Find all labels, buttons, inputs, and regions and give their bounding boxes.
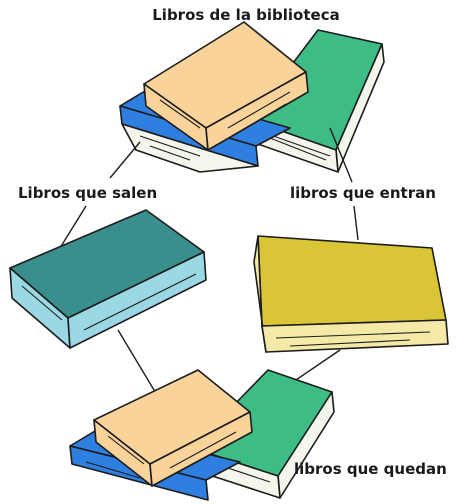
remaining-books-stack	[69, 369, 335, 501]
connector-right-label-to-yellow-book	[353, 205, 359, 241]
peach-book-bottom	[93, 369, 253, 487]
connector-top-to-right-label	[329, 127, 353, 183]
yellow-book-entering	[253, 235, 449, 353]
connector-yellow-to-bottom-stack	[289, 349, 341, 385]
label-library-books: Libros de la biblioteca	[152, 6, 339, 24]
label-books-leaving: Libros que salen	[18, 184, 157, 202]
connector-top-to-left-label	[109, 141, 141, 179]
teal-book-leaving	[9, 209, 207, 349]
connector-teal-to-bottom-stack	[117, 329, 161, 401]
label-books-remaining: libros que quedan	[294, 460, 447, 478]
peach-book-top	[143, 21, 309, 151]
connector-lines	[59, 127, 359, 401]
connector-left-label-to-teal-book	[59, 205, 87, 249]
library-books-stack	[119, 21, 385, 173]
label-books-entering: libros que entran	[290, 184, 436, 202]
